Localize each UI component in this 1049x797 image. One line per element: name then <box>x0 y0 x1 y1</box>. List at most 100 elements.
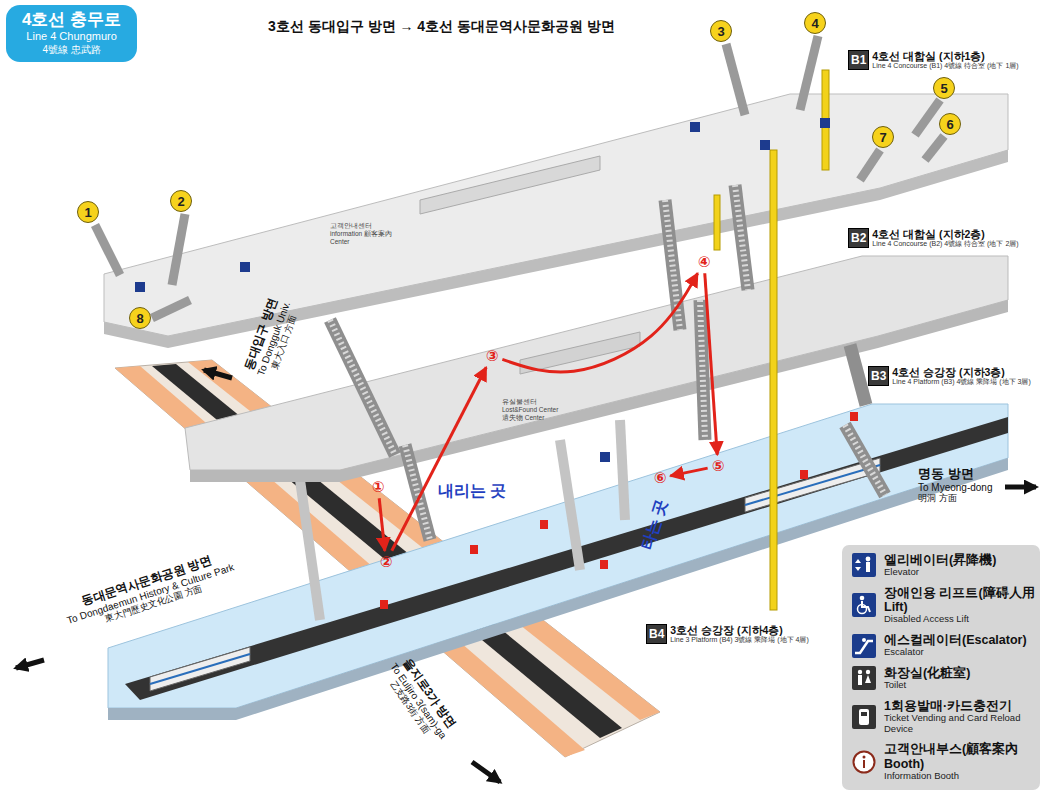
legend-label: 장애인용 리프트(障碍人用 Lift) <box>884 586 1036 615</box>
legend-icon <box>852 666 876 690</box>
direction-label: 명동 방면To Myeong-dong明洞 方面 <box>918 467 993 504</box>
level-code: B3 <box>868 366 889 386</box>
legend-caption: Elevator <box>884 567 1036 578</box>
legend-caption: Disabled Access Lift <box>884 614 1036 625</box>
page-title: 3호선 동대입구 방면 → 4호선 동대문역사문화공원 방면 <box>268 18 615 36</box>
legend-label: 에스컬레이터(Escalator) <box>884 633 1036 647</box>
legend-icon <box>861 712 867 716</box>
legend-text: 에스컬레이터(Escalator)Escalator <box>884 633 1036 658</box>
escalator <box>665 200 680 330</box>
escalator <box>330 185 885 540</box>
legend-icon <box>852 634 876 658</box>
level-name: Line 4 Platform (B3) 4號線 乘降場 (地下 3層) <box>892 378 1030 386</box>
legend-icon <box>852 593 876 617</box>
legend-text: 장애인용 리프트(障碍人用 Lift)Disabled Access Lift <box>884 586 1036 626</box>
legend-label: 1회용발매·카드충전기 <box>884 699 1036 713</box>
legend-icon <box>852 553 876 577</box>
support-column <box>560 440 580 570</box>
direction-arrow <box>16 660 44 668</box>
legend-icon <box>866 557 871 562</box>
level-name: Line 4 Concourse (B2) 4號線 待合室 (地下 2層) <box>872 240 1018 248</box>
legend-icon <box>863 756 866 759</box>
exit-number-text: 7 <box>879 130 886 145</box>
route-arrow <box>502 273 697 372</box>
facility-icon <box>470 545 478 554</box>
legend-icon <box>862 638 866 642</box>
legend-text: 고객안내부스(顧客案內 Booth)Information Booth <box>884 742 1036 782</box>
legend-icon <box>852 750 876 774</box>
station-title-box-text: Line 4 Chungmuro <box>22 30 121 43</box>
legend-icon <box>866 562 870 572</box>
legend-caption: Ticket Vending and Card Reload Device <box>884 713 1036 735</box>
facility-icon <box>820 118 830 128</box>
direction-arrow <box>1005 485 1036 490</box>
exit-stairs <box>860 150 880 180</box>
legend-text: 엘리베이터(昇降機)Elevator <box>884 553 1036 578</box>
route-step: ④ <box>697 254 712 271</box>
facility-icon <box>690 122 700 132</box>
legend-icon <box>858 605 867 614</box>
escalator <box>700 300 705 440</box>
facility-icon <box>540 520 548 529</box>
legend-icon <box>852 705 876 729</box>
legend-icon <box>865 675 871 683</box>
level-heading: 4호선 대합실 (지하1층)Line 4 Concourse (B1) 4號線 … <box>872 50 1018 70</box>
legend-icon <box>854 752 875 773</box>
direction-text: 明洞 方面 <box>918 493 993 503</box>
level-heading: 3호선 승강장 (지하4층)Line 3 Platform (B4) 3號線 乘… <box>670 624 808 644</box>
route-step: ② <box>379 554 394 571</box>
facility-icon <box>600 452 610 462</box>
legend-row: 장애인용 리프트(障碍人用 Lift)Disabled Access Lift <box>842 586 1040 626</box>
route-step: ③ <box>485 348 500 365</box>
legend-icon <box>852 705 876 729</box>
elevator-shaft <box>770 150 777 610</box>
route-step-text: ③ <box>486 348 499 365</box>
escalator <box>700 300 705 440</box>
facility-icon <box>600 560 608 569</box>
route-arrow <box>392 367 486 551</box>
route-step-text: ④ <box>698 254 711 271</box>
concourse-b1 <box>104 150 1008 348</box>
facility-icon <box>135 282 145 292</box>
escalator <box>405 445 430 540</box>
legend-icon <box>852 553 876 577</box>
legend-icon <box>855 559 861 571</box>
exit-stairs <box>152 300 190 318</box>
route-step-text: ⑥ <box>654 470 667 487</box>
direction-label: 을지로3가 방면To Euljiro 3(sam)-ga乙支路3街 方面 <box>380 653 461 747</box>
exit-number-text: 5 <box>940 81 947 96</box>
direction-text: 명동 방면 <box>918 467 993 482</box>
route-step-text: ⑤ <box>712 458 725 475</box>
facility-label: 유실물센터 Lost&Found Center 遺失物 Center <box>502 398 564 421</box>
route-arrow <box>379 498 385 551</box>
exit-stairs <box>95 36 944 318</box>
facility-icon <box>240 262 250 272</box>
legend-caption: Escalator <box>884 647 1036 658</box>
route-note: 내리는 곳 <box>438 481 506 502</box>
level-name: Line 4 Concourse (B1) 4號線 待合室 (地下 1層) <box>872 62 1018 70</box>
escalator <box>735 185 748 290</box>
level-code: B4 <box>646 624 667 644</box>
exit-number: 6 <box>939 113 961 135</box>
legend-icon <box>866 670 870 674</box>
level-name: 4호선 대합실 (지하1층) <box>872 50 1018 62</box>
legend-text: 화장실(化粧室)Toilet <box>884 666 1036 691</box>
station-title-box-text: 4호선 충무로 <box>22 10 121 30</box>
escalator <box>850 345 866 405</box>
legend-label: 화장실(化粧室) <box>884 666 1036 680</box>
exit-number-text: 8 <box>136 311 143 326</box>
legend-icon <box>852 666 876 690</box>
route-step: ⑥ <box>653 470 668 487</box>
escalator <box>735 185 748 290</box>
legend-icon <box>852 634 876 658</box>
escalator <box>330 320 395 455</box>
facility-icon <box>850 412 858 421</box>
legend-panel: 엘리베이터(昇降機)Elevator 장애인용 리프트(障碍人用 Lift)Dis… <box>842 545 1040 790</box>
exit-number-text: 1 <box>84 205 91 220</box>
route-step-text: ② <box>380 554 393 571</box>
facility-icon <box>380 600 388 609</box>
exit-number-text: 6 <box>946 117 953 132</box>
exit-stairs <box>800 36 818 110</box>
concourse-b1 <box>104 94 1008 348</box>
concourse-b1 <box>420 156 600 214</box>
